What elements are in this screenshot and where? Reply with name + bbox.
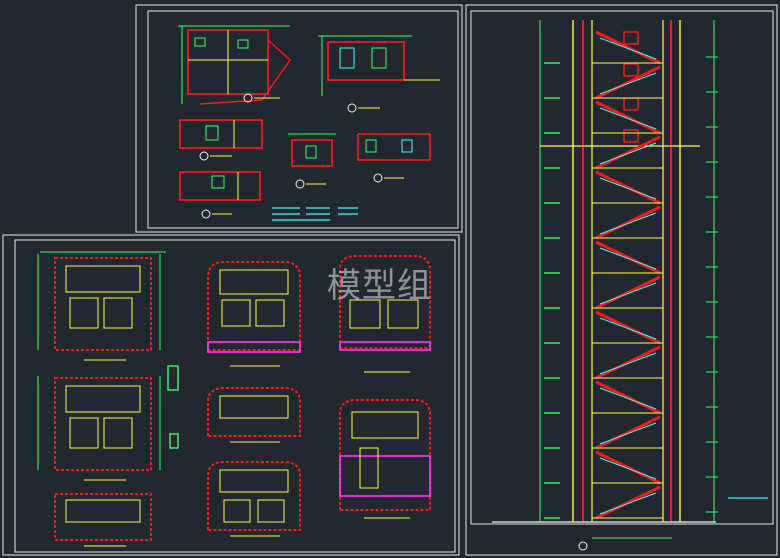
stair-flight <box>595 135 661 170</box>
stair-flight <box>595 415 661 450</box>
stair-flight <box>595 345 661 380</box>
stair-flight <box>595 170 661 205</box>
frame-right-outer <box>465 4 778 556</box>
frame-top-middle-outer <box>135 4 463 233</box>
stair-plan-2 <box>37 376 161 481</box>
stair-plan-7 <box>339 255 431 373</box>
stair-flights <box>592 30 663 520</box>
detail-plan-3 <box>179 119 263 161</box>
stair-flight <box>595 205 661 240</box>
stair-plan-greenbox <box>167 365 179 449</box>
stair-handrail <box>599 247 657 270</box>
stair-handrail <box>599 422 657 445</box>
stair-flight <box>595 485 661 520</box>
stair-plans <box>37 251 431 547</box>
detail-plan-6 <box>357 133 431 183</box>
detail-plan-4 <box>179 171 261 219</box>
frame-right-inner <box>470 10 774 525</box>
stair-plan-4 <box>207 261 301 367</box>
frame-bottom-left-inner <box>14 239 456 553</box>
stair-plan-5 <box>207 387 301 443</box>
watermark: 模型组 <box>327 266 432 306</box>
stair-flight <box>595 65 661 100</box>
stair-plan-6 <box>207 461 301 537</box>
stair-flight <box>595 450 661 485</box>
notes-text-lines <box>272 207 358 221</box>
stair-flight <box>595 275 661 310</box>
stair-section <box>492 20 768 551</box>
stair-handrail <box>599 72 657 95</box>
stair-handrail <box>599 492 657 515</box>
stair-handrail <box>599 177 657 200</box>
stair-flight <box>595 100 661 135</box>
stair-flight <box>595 310 661 345</box>
stair-handrail <box>599 212 657 235</box>
detail-plan-5 <box>288 133 336 189</box>
frame-bottom-left-outer <box>2 234 460 556</box>
toilet-detail-plans <box>178 25 440 221</box>
detail-plan-1 <box>178 25 291 105</box>
stair-flight <box>595 30 661 65</box>
stair-handrail <box>599 387 657 410</box>
stair-plan-3 <box>54 493 152 547</box>
stair-flight <box>595 240 661 275</box>
frame-top-middle-inner <box>147 10 459 229</box>
stair-handrail <box>599 107 657 130</box>
section-axis-bubble <box>578 541 588 551</box>
stair-flight <box>595 380 661 415</box>
stair-handrail <box>599 37 657 60</box>
stair-handrail <box>599 142 657 165</box>
stair-handrail <box>599 282 657 305</box>
stair-plan-1 <box>37 251 166 361</box>
section-level-marks <box>544 56 718 519</box>
stair-plan-8 <box>339 399 431 519</box>
stair-handrail <box>599 457 657 480</box>
sheet-frames <box>2 4 778 556</box>
detail-plan-2 <box>318 35 440 113</box>
stair-handrail <box>599 352 657 375</box>
stair-handrail <box>599 317 657 340</box>
